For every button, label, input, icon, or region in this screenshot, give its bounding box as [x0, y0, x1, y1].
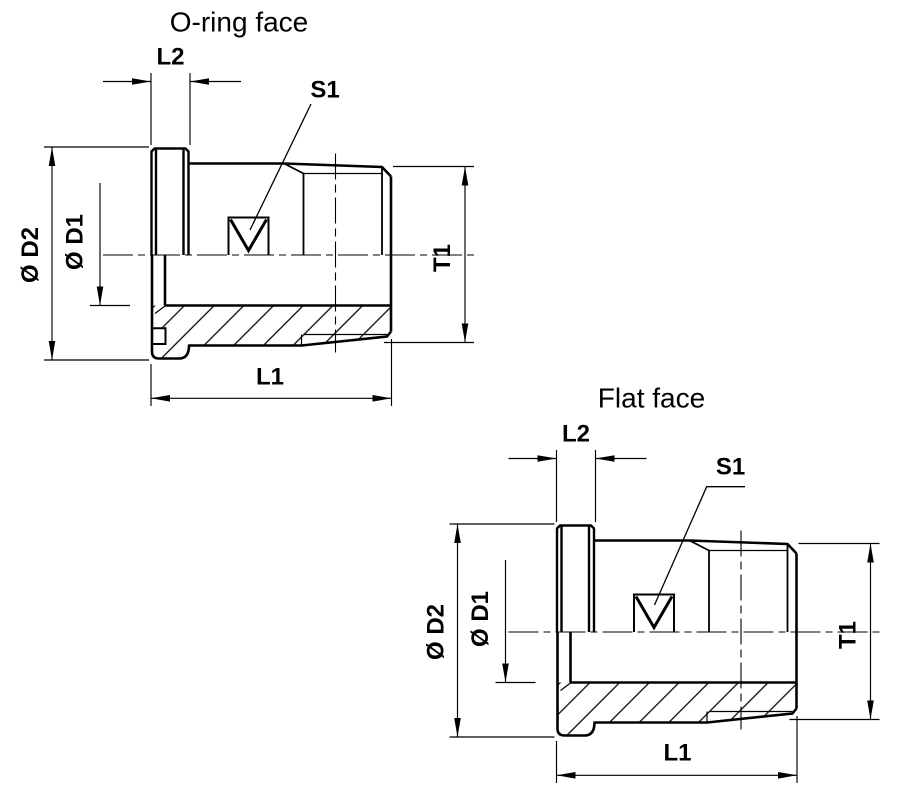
s1-leader-line	[249, 103, 312, 231]
drawing-title: Flat face	[598, 383, 705, 414]
dim-label-d1: Ø D1	[62, 214, 89, 270]
dim-t1: T1	[384, 165, 474, 344]
dim-l1: L1	[555, 716, 798, 783]
dim-label-s1: S1	[310, 77, 339, 104]
thread-runout-lines	[689, 539, 789, 632]
part-outline	[556, 539, 798, 737]
dim-label-l1: L1	[663, 740, 691, 767]
arrowhead	[461, 323, 469, 343]
dim-l2: L2	[508, 421, 647, 522]
thread-runout-lines	[283, 162, 383, 255]
arrowhead	[132, 78, 151, 85]
s1-leader-line	[653, 486, 745, 606]
dim-label-s1: S1	[716, 454, 745, 481]
dim-d2: Ø D2	[17, 146, 149, 361]
arrowhead	[48, 341, 56, 360]
arrowhead	[190, 78, 209, 85]
dim-l2: L2	[103, 44, 241, 145]
arrowhead	[372, 395, 392, 402]
dim-label-d1: Ø D1	[467, 591, 494, 647]
dim-label-l2: L2	[156, 44, 184, 71]
dim-d1: Ø D1	[467, 560, 536, 684]
flat-face-drawing: L2 S1 Ø D2 Ø D1 T1 L1	[423, 383, 884, 783]
oring-groove	[152, 327, 167, 345]
dim-l1: L1	[150, 339, 393, 406]
arrowhead	[461, 166, 469, 186]
dim-label-d2: Ø D2	[423, 604, 450, 660]
thread-root-lines	[560, 549, 793, 723]
arrowhead	[595, 455, 615, 462]
part-outline	[150, 162, 393, 360]
drawing-title: O-ring face	[170, 7, 309, 38]
oring-face-drawing: L2 S1 Ø D2 Ø D1 T1 L1	[17, 7, 478, 406]
dim-label-l1: L1	[256, 364, 284, 391]
arrowhead	[502, 663, 509, 683]
wrench-flat-symbol-v	[634, 595, 674, 631]
dim-label-t1: T1	[835, 621, 862, 649]
arrowhead	[454, 524, 461, 543]
flange-outline	[555, 524, 596, 632]
wrench-flat-symbol-box	[633, 593, 675, 632]
dim-d1: Ø D1	[62, 183, 130, 307]
dim-t1: T1	[789, 542, 880, 721]
arrowhead	[151, 395, 170, 402]
thread-root-lines	[154, 172, 387, 346]
dim-label-t1: T1	[429, 244, 456, 272]
arrowhead	[867, 700, 874, 720]
oring-groove-fill	[153, 329, 165, 343]
arrowhead	[48, 147, 56, 166]
arrowhead	[96, 286, 104, 306]
arrowhead	[778, 772, 797, 779]
wrench-flat-symbol-box	[227, 216, 270, 255]
flange-outline	[150, 147, 190, 255]
arrowhead	[556, 772, 576, 779]
arrowhead	[454, 718, 461, 737]
arrowhead	[867, 543, 874, 563]
dim-d2: Ø D2	[423, 523, 555, 738]
dim-label-l2: L2	[562, 421, 590, 448]
wrench-flat-symbol-v	[229, 218, 268, 254]
arrowhead	[537, 455, 557, 462]
dim-label-d2: Ø D2	[17, 227, 44, 283]
